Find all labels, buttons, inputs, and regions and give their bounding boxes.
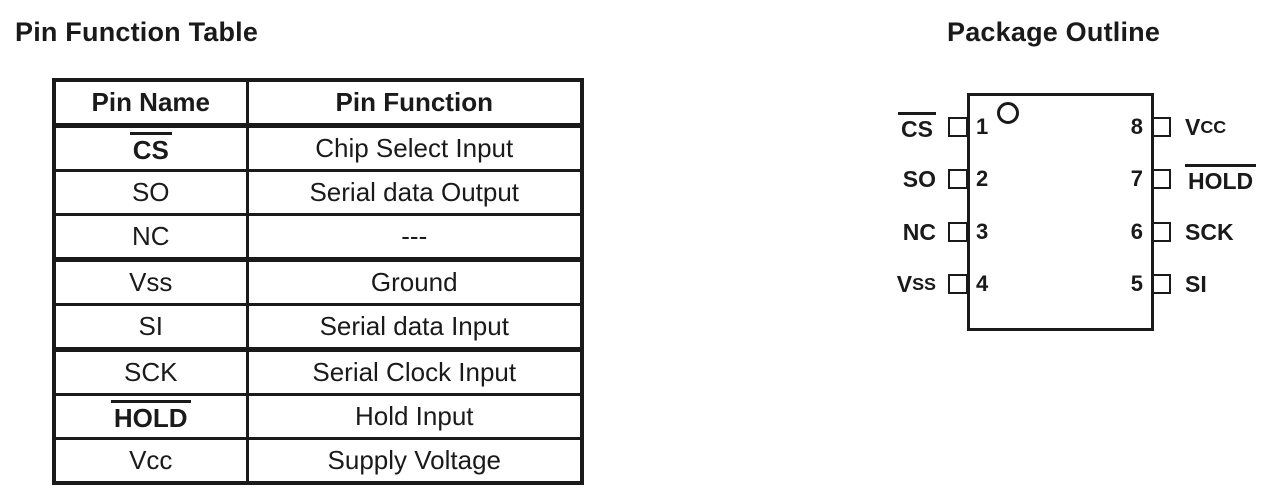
pin-2-number: 2 <box>976 166 989 191</box>
pin-5-number: 5 <box>1130 271 1143 296</box>
pin-function-cell: Supply Voltage <box>245 437 584 485</box>
pin-function-cell: Serial Clock Input <box>245 348 584 396</box>
pin-label-text: NC <box>902 218 936 245</box>
pin-1-pad-icon <box>948 116 968 137</box>
pin-label-text: HOLD <box>1185 164 1257 194</box>
table-header-row: Pin Name Pin Function <box>52 78 584 128</box>
pin-function-cell: Serial data Input <box>245 303 584 352</box>
pin-name-cell: HOLD <box>52 393 249 440</box>
pin-function-cell: Chip Select Input <box>245 124 584 172</box>
pin-function-cell: Hold Input <box>245 393 584 440</box>
chip-body <box>967 93 1154 331</box>
pin-4-number: 4 <box>976 271 989 296</box>
pin-label-text: SCK <box>1185 218 1234 245</box>
pin-function-text: Serial data Output <box>309 176 520 207</box>
pin-function-text: Serial Clock Input <box>312 356 517 387</box>
pin-name-cell: SI <box>52 303 249 352</box>
pin-6-label: SCK <box>1185 217 1234 247</box>
pin-name-text: HOLD <box>110 400 191 432</box>
pin-7-label: HOLD <box>1185 164 1257 194</box>
pin-one-indicator-icon <box>997 102 1019 124</box>
pin-name-cell: Vss <box>52 258 249 306</box>
pin-1-label: CS <box>806 112 936 142</box>
table-row: NC --- <box>52 213 584 262</box>
table-row: HOLD Hold Input <box>52 393 584 440</box>
pin-name-text: SI <box>138 310 164 341</box>
pin-name-text: Vcc <box>129 444 173 475</box>
pin-name-text: SO <box>131 176 170 207</box>
pin-3-pad-icon <box>948 221 968 242</box>
pin-name-cell: SCK <box>52 348 249 396</box>
pin-6-number: 6 <box>1130 219 1143 244</box>
pin-label-small: CC <box>1200 116 1227 137</box>
pin-label-main: V <box>896 270 913 297</box>
pin-function-text: --- <box>401 220 428 251</box>
pin-name-cell: NC <box>52 213 249 262</box>
pin-label-main: V <box>1185 113 1201 140</box>
table-row: Vcc Supply Voltage <box>52 437 584 485</box>
pin-function-text: Chip Select Input <box>315 132 514 163</box>
pin-name-cell: SO <box>52 169 249 216</box>
table-row: CS Chip Select Input <box>52 124 584 172</box>
pin-function-table: Pin Name Pin Function CS Chip Select Inpu… <box>52 78 584 485</box>
pin-3-label: NC <box>806 217 936 247</box>
pin-function-cell: Serial data Output <box>245 169 584 216</box>
package-outline-title: Package Outline <box>947 17 1161 47</box>
pin-name-cell: Vcc <box>52 437 249 485</box>
pin-name-header: Pin Name <box>52 78 249 128</box>
pin-3-number: 3 <box>976 219 989 244</box>
pin-label-text: SO <box>902 165 936 192</box>
pin-label-text: SI <box>1185 270 1207 297</box>
table-row: SO Serial data Output <box>52 169 584 216</box>
pin-4-pad-icon <box>948 273 968 294</box>
pin-1-number: 1 <box>976 114 989 139</box>
pin-name-text: Vss <box>129 266 173 297</box>
pin-7-pad-icon <box>1151 168 1171 189</box>
table-row: SCK Serial Clock Input <box>52 348 584 396</box>
pin-8-number: 8 <box>1130 114 1143 139</box>
pin-name-text: CS <box>129 132 172 164</box>
pin-function-text: Serial data Input <box>319 310 509 341</box>
pin-function-cell: Ground <box>245 258 584 306</box>
pin-7-number: 7 <box>1130 166 1143 191</box>
pin-name-cell: CS <box>52 124 249 172</box>
pin-label-small: SS <box>912 273 936 294</box>
pin-2-label: SO <box>806 164 936 194</box>
pin-name-text: NC <box>131 220 170 251</box>
pin-function-header: Pin Function <box>245 78 584 128</box>
pin-function-cell: --- <box>245 213 584 262</box>
pin-8-pad-icon <box>1151 116 1171 137</box>
pin-function-text: Hold Input <box>354 400 474 431</box>
pin-function-table-title: Pin Function Table <box>15 17 259 47</box>
pin-5-pad-icon <box>1151 273 1171 294</box>
pin-function-text: Ground <box>370 266 458 297</box>
pin-name-text: SCK <box>124 356 178 387</box>
pin-2-pad-icon <box>948 168 968 189</box>
pin-label-text: CS <box>898 112 936 142</box>
pin-5-label: SI <box>1185 269 1207 299</box>
table-row: Vss Ground <box>52 258 584 306</box>
pin-function-text: Supply Voltage <box>327 444 501 475</box>
table-row: SI Serial data Input <box>52 303 584 352</box>
pin-6-pad-icon <box>1151 221 1171 242</box>
